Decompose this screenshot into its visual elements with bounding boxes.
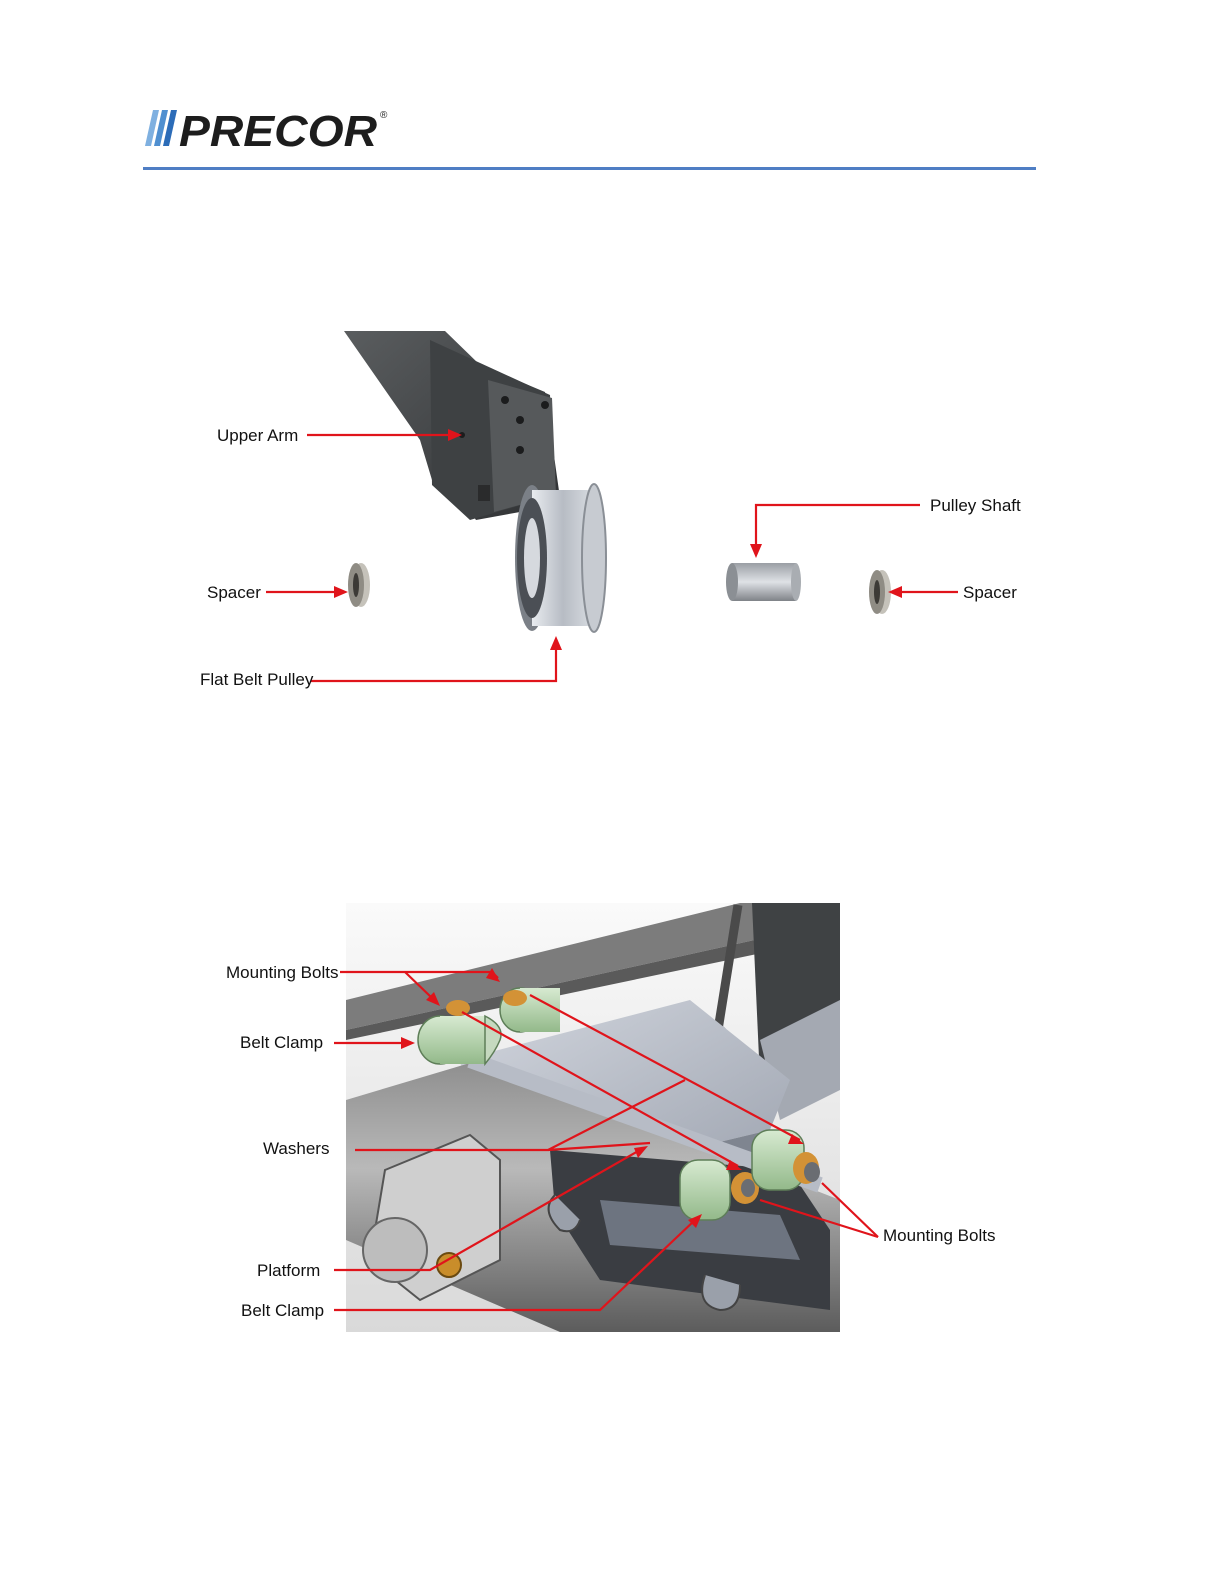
- spacer-left-part: [348, 563, 370, 607]
- pulley-shaft-part: [726, 563, 801, 601]
- label-belt-clamp-bottom: Belt Clamp: [241, 1301, 324, 1320]
- pulley-exploded-diagram: Upper Arm Spacer Flat Belt Pulley Pulley…: [0, 0, 1224, 720]
- label-pulley-shaft: Pulley Shaft: [930, 496, 1021, 515]
- callout-arrows: [266, 429, 958, 681]
- belt-clamp-assembly-diagram: Mounting Bolts Belt Clamp Washers Platfo…: [0, 880, 1224, 1350]
- label-flat-belt-pulley: Flat Belt Pulley: [200, 670, 314, 689]
- label-spacer-left: Spacer: [207, 583, 261, 602]
- label-washers: Washers: [263, 1139, 329, 1158]
- flat-belt-pulley-part: [515, 484, 606, 632]
- spacer-right-part: [869, 570, 891, 614]
- label-platform: Platform: [257, 1261, 320, 1280]
- label-belt-clamp-top: Belt Clamp: [240, 1033, 323, 1052]
- label-mounting-bolts-right: Mounting Bolts: [883, 1226, 995, 1245]
- label-mounting-bolts-top: Mounting Bolts: [226, 963, 338, 982]
- label-upper-arm: Upper Arm: [217, 426, 298, 445]
- label-spacer-right: Spacer: [963, 583, 1017, 602]
